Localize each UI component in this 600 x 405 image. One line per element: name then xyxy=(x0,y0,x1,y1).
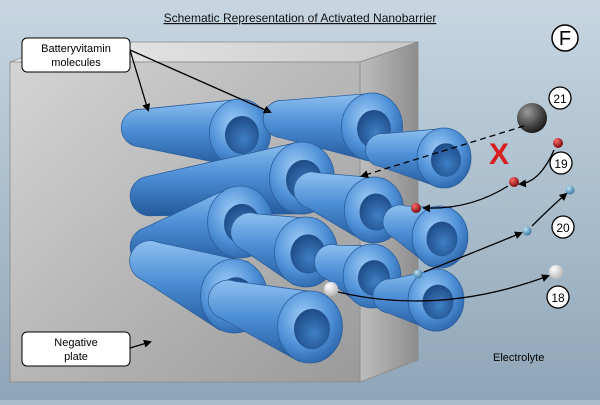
block-mark: X xyxy=(489,138,509,171)
nanotube-hole xyxy=(225,115,259,155)
arrow-blue-approach xyxy=(423,231,523,273)
red-particle-approach xyxy=(509,177,519,187)
nanotube xyxy=(382,204,469,269)
molecules-label-line1: Batteryvitamin xyxy=(41,43,111,55)
red-particle-free xyxy=(553,138,563,148)
arrow-blue-out xyxy=(531,192,568,227)
molecules-label-line2: molecules xyxy=(51,57,101,69)
marker-20-label: 20 xyxy=(556,221,570,235)
marker-19-label: 19 xyxy=(554,157,568,171)
particles xyxy=(324,103,575,296)
arrow-red-approach xyxy=(518,149,555,188)
blue-particle-inside xyxy=(413,269,423,279)
white-particle-free xyxy=(549,265,563,279)
nanotube xyxy=(207,279,343,364)
panel-letter: F xyxy=(559,28,571,50)
marker-21-label: 21 xyxy=(553,92,567,106)
blue-particle-approach xyxy=(522,226,532,236)
marker-21: 21 xyxy=(548,86,572,110)
diagram-title: Schematic Representation of Activated Na… xyxy=(164,11,437,25)
plate-label-line1: Negative xyxy=(54,337,97,349)
white-particle-inside xyxy=(324,282,338,296)
nanotube-bundle xyxy=(120,92,472,364)
arrow-red-inside xyxy=(422,185,509,213)
arrow-molecules-2 xyxy=(129,49,272,114)
arrow-blocked xyxy=(360,125,525,179)
nanotube-hole xyxy=(431,143,461,177)
marker-19: 19 xyxy=(549,151,573,175)
arrow-plate xyxy=(129,339,152,349)
marker-20: 20 xyxy=(551,215,575,239)
plate-label-line2: plate xyxy=(64,351,88,363)
nanotube-hole xyxy=(422,284,454,320)
arrow-molecules-1 xyxy=(129,49,151,112)
arrow-white-out xyxy=(337,274,550,302)
large-particle xyxy=(517,103,547,133)
marker-18: 18 xyxy=(546,285,570,309)
nanotube-hole xyxy=(294,308,330,350)
nanotube-body xyxy=(120,98,243,168)
molecules-label-box: Batteryvitamin molecules xyxy=(21,37,131,73)
panel-letter-badge: F xyxy=(551,24,579,52)
red-particle-inside xyxy=(411,203,421,213)
electrolyte-label: Electrolyte xyxy=(493,352,544,364)
nanotube xyxy=(365,127,472,189)
nanotube-hole xyxy=(426,221,458,257)
plate-label-box: Negative plate xyxy=(21,331,131,367)
marker-18-label: 18 xyxy=(551,291,565,305)
arrows xyxy=(129,49,568,349)
blue-particle-free xyxy=(565,185,575,195)
